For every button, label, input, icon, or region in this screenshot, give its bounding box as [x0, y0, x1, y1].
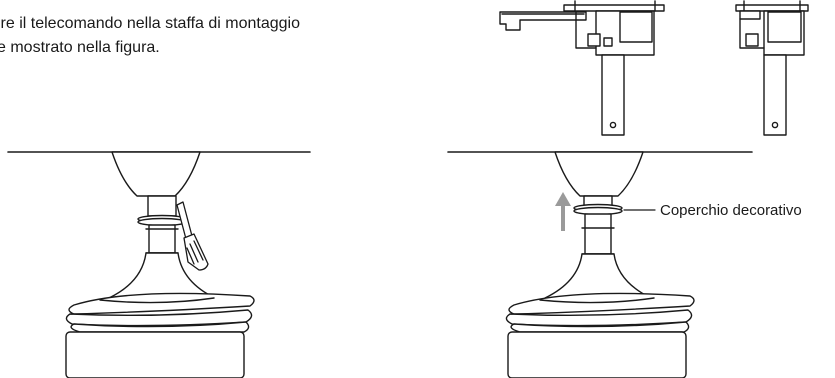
- callout-label: Coperchio decorativo: [660, 202, 802, 219]
- arrow-up-icon: [555, 192, 571, 231]
- fan-assembly-left: [7, 151, 311, 378]
- screwdriver-icon: [176, 201, 209, 271]
- instruction-line-2: e mostrato nella figura.: [0, 39, 160, 56]
- instruction-text: ire il telecomando nella staffa di monta…: [0, 12, 437, 60]
- bracket-detail-right: [735, 0, 809, 136]
- bracket-detail-left: [499, 0, 665, 136]
- instruction-line-1: ire il telecomando nella staffa di monta…: [0, 15, 300, 32]
- fan-assembly-right: [447, 151, 753, 378]
